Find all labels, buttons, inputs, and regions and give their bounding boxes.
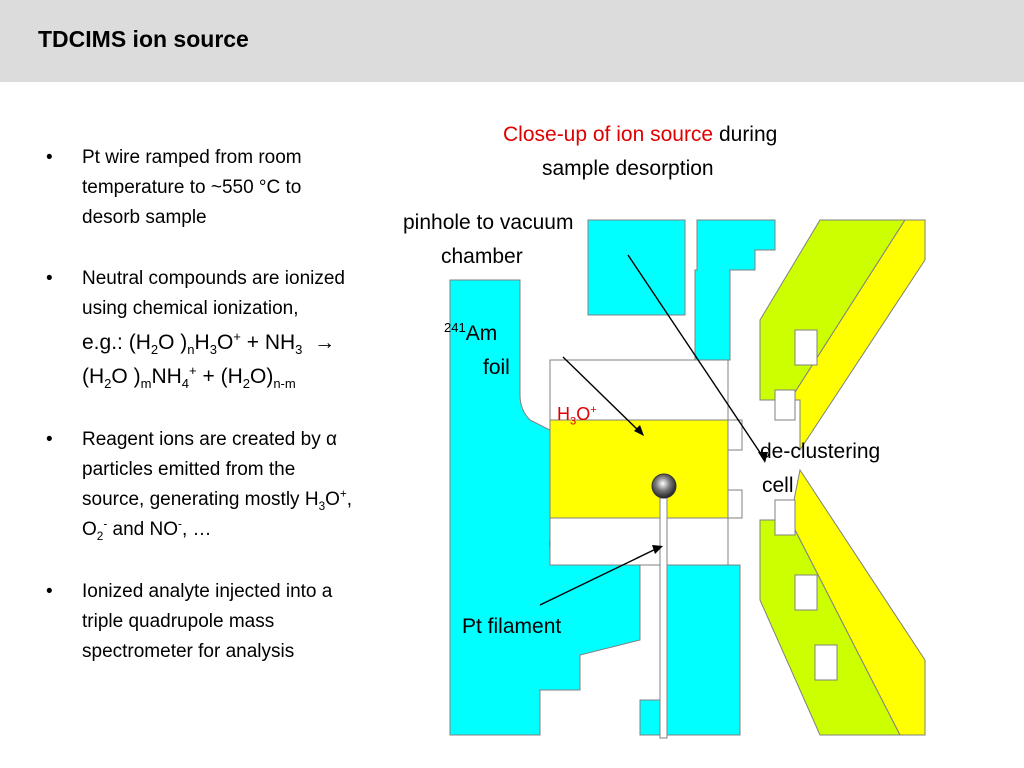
am-foil-label: 241Am	[444, 320, 498, 345]
am-foil-label-line2: foil	[483, 356, 510, 379]
declustering-label: de-clustering	[760, 440, 881, 463]
chamber-floor	[549, 517, 729, 566]
declustering-cell	[549, 419, 729, 519]
pt-filament-wire	[659, 497, 668, 739]
diagram-caption-line2: sample desorption	[542, 157, 714, 180]
chamber-wall	[549, 359, 729, 421]
title-bar	[0, 0, 1024, 82]
diagram-caption: Close-up of ion source during	[503, 123, 778, 146]
pt-filament-label: Pt filament	[462, 615, 562, 638]
right-cyan-lower	[639, 564, 741, 736]
declustering-label-line2: cell	[762, 474, 794, 497]
pinhole-label-line2: chamber	[441, 245, 523, 268]
pt-filament-bead	[651, 473, 677, 499]
right-cyan-upper	[694, 219, 776, 361]
slide-title: TDCIMS ion source	[38, 26, 249, 52]
h3o-label: H3O+	[557, 404, 597, 428]
pinhole-label: pinhole to vacuum	[403, 211, 574, 234]
electrode-lower-yellow	[789, 468, 926, 736]
